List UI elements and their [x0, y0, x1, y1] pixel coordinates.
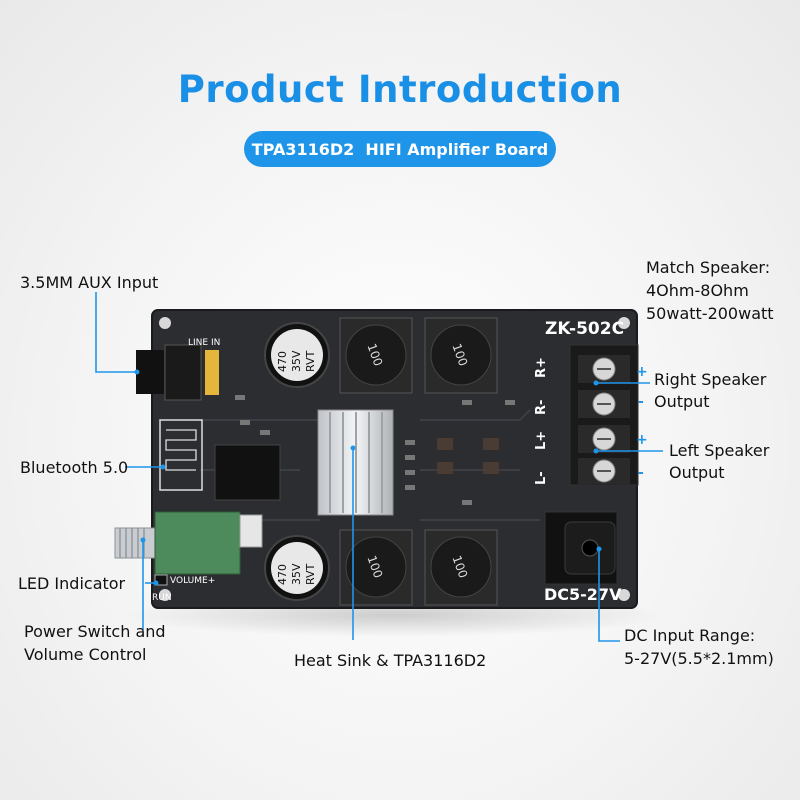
- terminal-label: L+: [534, 431, 549, 450]
- svg-text:470: 470: [276, 564, 289, 585]
- page-title: Product Introduction: [177, 68, 623, 111]
- left-speaker-output-label: Output: [669, 463, 725, 482]
- aux-jack: [136, 350, 164, 394]
- mount-hole: [618, 589, 630, 601]
- right-speaker-output-label: Output: [654, 392, 710, 411]
- subtitle-badge: TPA3116D2 HIFI Amplifier Board: [244, 131, 556, 167]
- terminal-label: L-: [534, 471, 549, 485]
- bluetooth-chip: [214, 444, 281, 501]
- terminal-label: R+: [534, 357, 549, 378]
- dc-input-range-label: 5-27V(5.5*2.1mm): [624, 649, 774, 668]
- dc-input-label: DC Input Range:: [624, 626, 756, 645]
- bluetooth-antenna: [159, 419, 203, 491]
- impedance-label: 4Ohm-8Ohm: [646, 281, 749, 300]
- left-speaker-label: Left Speaker: [669, 441, 770, 460]
- svg-text:35V: 35V: [290, 563, 303, 585]
- power-rating-label: 50watt-200watt: [646, 304, 774, 323]
- voltage-label: DC5-27V: [544, 585, 622, 604]
- svg-text:RVT: RVT: [304, 563, 317, 585]
- terminal-screw: [578, 458, 630, 484]
- model-label: ZK-502C: [545, 319, 624, 339]
- plus-sign: +: [636, 364, 648, 380]
- terminal-label: R-: [534, 400, 549, 415]
- aux-jack-pin: [205, 350, 219, 395]
- match-speaker-label: Match Speaker:: [646, 258, 771, 277]
- svg-text:RVT: RVT: [304, 350, 317, 372]
- inductor: 100: [424, 529, 498, 606]
- svg-text:470: 470: [276, 351, 289, 372]
- terminal-screw: [578, 355, 630, 383]
- inductor: 100: [339, 529, 413, 606]
- aux-input-label: 3.5MM AUX Input: [20, 273, 159, 292]
- volume-knob-shaft: [114, 527, 156, 559]
- led-indicator-label: LED Indicator: [18, 574, 126, 593]
- plus-sign: +: [636, 432, 648, 448]
- right-speaker-label: Right Speaker: [654, 370, 767, 389]
- potentiometer: [154, 511, 241, 575]
- heat-sink-label: Heat Sink & TPA3116D2: [294, 651, 487, 670]
- volume-control-label: Volume Control: [24, 645, 147, 664]
- terminal-screw: [578, 390, 630, 418]
- inductor: 100: [339, 317, 413, 394]
- power-switch-label: Power Switch and: [24, 622, 166, 641]
- run-label: RUN: [152, 593, 172, 603]
- svg-text:35V: 35V: [290, 350, 303, 372]
- aux-jack-body: [164, 344, 202, 401]
- bluetooth-label: Bluetooth 5.0: [20, 458, 129, 477]
- led: [154, 574, 168, 586]
- inductor: 100: [424, 317, 498, 394]
- switch: [239, 514, 263, 548]
- mount-hole: [159, 589, 171, 601]
- leader-lines: [95, 292, 663, 642]
- mount-hole: [618, 317, 630, 329]
- terminal-screw: [578, 425, 630, 453]
- minus-sign: -: [638, 394, 644, 410]
- line-in-label: LINE IN: [188, 338, 220, 348]
- minus-sign: -: [638, 465, 644, 481]
- heat-sink-fins: [329, 412, 383, 513]
- mount-hole: [159, 317, 171, 329]
- volume-label: VOLUME+: [170, 576, 215, 586]
- smd-components: [437, 438, 499, 474]
